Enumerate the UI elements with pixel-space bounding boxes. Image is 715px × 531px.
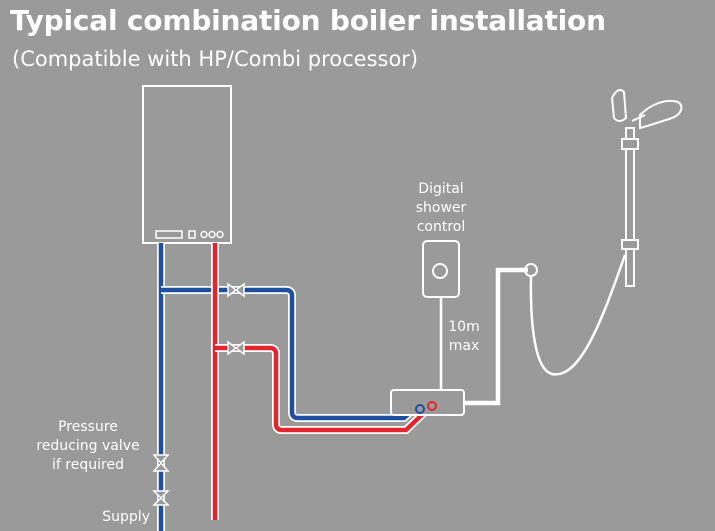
processor-box — [390, 389, 465, 416]
shower-outlet-pipe — [464, 267, 528, 406]
diagram-subtitle: (Compatible with HP/Combi processor) — [12, 47, 419, 71]
shower-head-icon — [610, 89, 683, 130]
combi-boiler — [142, 85, 232, 244]
digital-shower-control-label: Digital shower control — [415, 181, 467, 235]
supply-label: Supply — [102, 509, 150, 525]
shower-riser-rail — [621, 127, 639, 287]
hot-water-pipe — [211, 243, 431, 520]
pressure-reducing-valve-icon — [152, 454, 170, 472]
cold-water-pipe — [157, 243, 417, 531]
hot-isolating-valve-icon — [227, 340, 245, 356]
shower-hose — [529, 254, 627, 376]
max-distance-label: 10m max — [448, 319, 480, 354]
supply-valve-icon — [152, 490, 170, 506]
diagram-title: Typical combination boiler installation — [10, 4, 606, 37]
cold-isolating-valve-icon — [227, 282, 245, 298]
boiler-dial-icon — [200, 230, 208, 239]
control-dial-icon — [432, 263, 448, 279]
pressure-reducing-valve-label: Pressure reducing valve if required — [36, 419, 140, 473]
digital-shower-control — [422, 240, 460, 298]
boiler-display-icon — [155, 230, 183, 239]
